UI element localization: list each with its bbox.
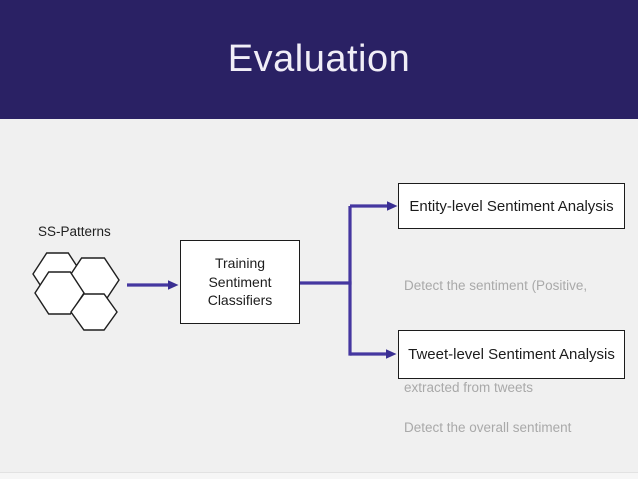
training-box-line: Training (214, 255, 266, 272)
tweet-level-box: Tweet-level Sentiment Analysis (398, 330, 625, 379)
entity-level-box: Entity-level Sentiment Analysis (398, 183, 625, 229)
training-box-line: Classifiers (207, 292, 273, 309)
description-line: Detect the overall sentiment (404, 420, 572, 435)
slide-title: Evaluation (227, 38, 411, 80)
hexagon-icon (34, 271, 85, 315)
description-line: Detect the sentiment (Positive, (404, 278, 588, 293)
ss-patterns-label: SS-Patterns (38, 224, 111, 239)
footer-divider (0, 472, 638, 479)
slide-body: SS-Patterns Trai (0, 119, 638, 479)
tweet-level-box-title: Tweet-level Sentiment Analysis (408, 346, 615, 363)
training-box-line: Sentiment (208, 273, 272, 290)
hexagon-icon (70, 293, 118, 331)
slide-header: Evaluation (0, 0, 638, 119)
hexagon-cluster-icon (32, 252, 120, 331)
arrowhead-icon (168, 280, 179, 290)
description-line: extracted from tweets (404, 380, 534, 395)
entity-level-box-title: Entity-level Sentiment Analysis (409, 197, 614, 215)
tweet-level-description: Detect the overall sentiment (Positive, … (404, 385, 591, 479)
training-classifiers-box: Training Sentiment Classifiers (180, 240, 300, 324)
arrowhead-icon (386, 349, 397, 359)
arrowhead-icon (387, 201, 398, 211)
connector-arrows (127, 201, 398, 359)
